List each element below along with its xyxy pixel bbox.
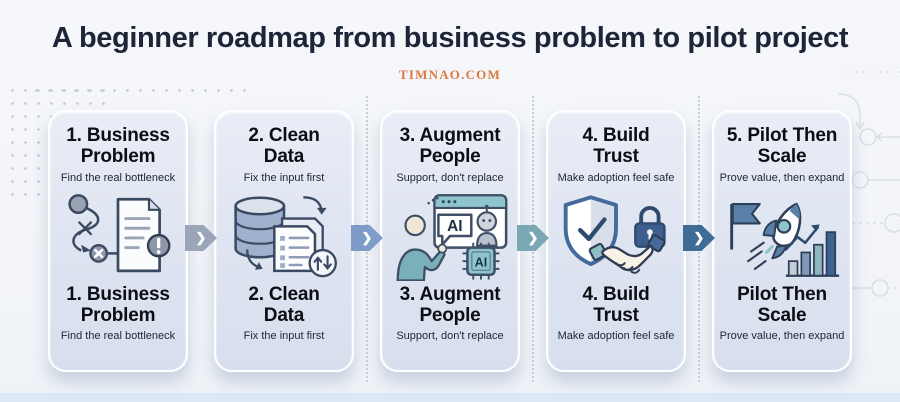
dot-row-decoration-top xyxy=(30,84,248,97)
page-title: A beginner roadmap from business problem… xyxy=(51,22,849,54)
step-title-repeat: 3. Augment People xyxy=(399,283,501,326)
shield-lock-handshake-icon xyxy=(563,194,666,274)
step-title-repeat: 4. Build Trust xyxy=(582,283,650,326)
step-title: 2. Clean Data xyxy=(248,125,320,168)
step-icon-wrap xyxy=(222,188,346,284)
step-title: 4. Build Trust xyxy=(582,125,650,168)
step-subtitle: Support, don't replace xyxy=(396,171,504,184)
step-subtitle-repeat: Find the real bottleneck xyxy=(60,330,176,343)
step-icon-wrap xyxy=(56,188,180,284)
step-title: 3. Augment People xyxy=(399,125,501,168)
step-card-augment-people: 3. Augment People Support, don't replace… xyxy=(380,110,520,372)
step-icon-wrap xyxy=(554,188,678,284)
step-subtitle-repeat: Prove value, then expand xyxy=(719,330,845,343)
watermark-text: TIMNAO.COM xyxy=(399,67,501,82)
step-subtitle-repeat: Fix the input first xyxy=(243,330,325,343)
step-title-repeat: 2. Clean Data xyxy=(248,283,320,326)
strategy-path-document-icon xyxy=(68,193,171,272)
step-subtitle: Prove value, then expand xyxy=(719,171,845,184)
step-subtitle: Make adoption feel safe xyxy=(557,171,675,184)
person-ai-chip-icon: AI AI xyxy=(396,193,508,281)
step-icon-wrap xyxy=(720,188,844,284)
step-card-business-problem: 1. Business Problem Find the real bottle… xyxy=(48,110,188,372)
step-subtitle: Fix the input first xyxy=(243,171,325,184)
step-icon-wrap: AI AI xyxy=(388,188,512,284)
step-subtitle-repeat: Make adoption feel safe xyxy=(557,330,675,343)
step-title-repeat: 1. Business Problem xyxy=(66,283,170,326)
svg-text:AI: AI xyxy=(475,255,488,269)
svg-text:AI: AI xyxy=(447,218,462,235)
step-card-build-trust: 4. Build Trust Make adoption feel safe 4… xyxy=(546,110,686,372)
rocket-flag-growth-chart-icon xyxy=(730,202,840,277)
bottom-accent-strip xyxy=(0,393,900,402)
step-card-clean-data: 2. Clean Data Fix the input first xyxy=(214,110,354,372)
step-subtitle: Find the real bottleneck xyxy=(60,171,176,184)
database-documents-sync-icon xyxy=(234,195,337,277)
step-title-repeat: Pilot Then Scale xyxy=(737,283,827,326)
step-subtitle-repeat: Support, don't replace xyxy=(396,330,504,343)
step-card-pilot-then-scale: 5. Pilot Then Scale Prove value, then ex… xyxy=(712,110,852,372)
step-title: 1. Business Problem xyxy=(66,125,170,168)
roadmap-steps-row: 1. Business Problem Find the real bottle… xyxy=(48,110,852,372)
step-title: 5. Pilot Then Scale xyxy=(726,125,838,168)
